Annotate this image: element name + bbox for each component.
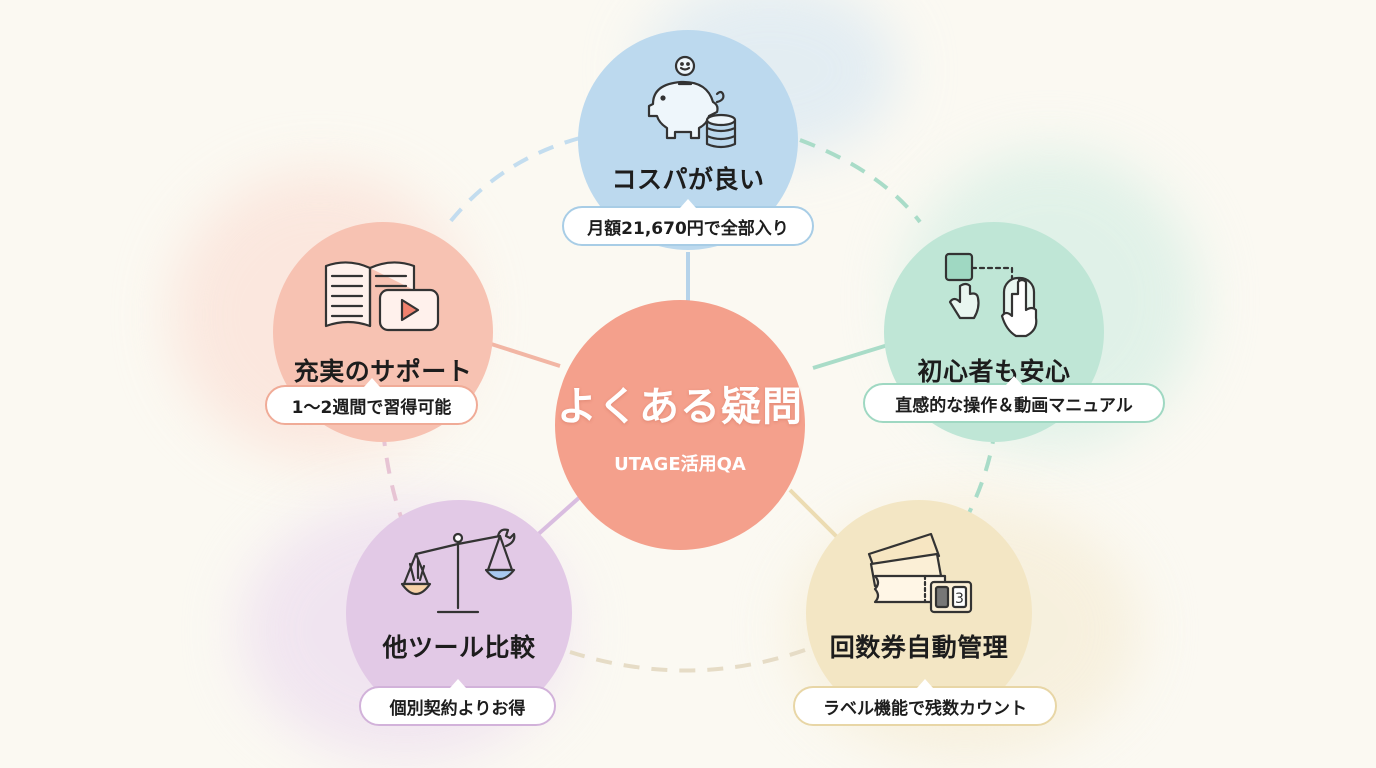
center-title: よくある疑問 [557, 384, 803, 430]
balance-scale-icon [394, 524, 524, 628]
center-hub: よくある疑問 UTAGE活用QA [555, 300, 805, 550]
center-subtitle: UTAGE活用QA [614, 454, 746, 475]
pill-notch [449, 679, 466, 688]
pill-beginner: 直感的な操作＆動画マニュアル [863, 376, 1165, 423]
pill-notch [363, 378, 380, 387]
node-title: 回数券自動管理 [829, 633, 1009, 662]
spoke-line [487, 341, 561, 368]
pill-support: 1〜2週間で習得可能 [265, 378, 478, 425]
node-title: 初心者も安心 [917, 357, 1071, 386]
pill-compare: 個別契約よりお得 [359, 679, 556, 726]
pill-notch [1006, 376, 1022, 385]
pill-cost: 月額21,670円で全部入り [562, 199, 814, 246]
pill-text: 1〜2週間で習得可能 [291, 397, 452, 418]
outer-ring-arc [799, 138, 922, 224]
pill-ticket: ラベル機能で残数カウント [793, 679, 1057, 726]
ticket-counter-icon: 3 [859, 524, 979, 628]
outer-ring-arc [569, 648, 806, 673]
node-title: コスパが良い [611, 165, 765, 194]
outer-ring-arc [381, 429, 404, 521]
pill-notch [917, 679, 933, 688]
drag-and-drop-hand-icon [934, 246, 1054, 350]
outer-ring-arc [448, 136, 581, 224]
node-title: 充実のサポート [293, 357, 473, 386]
pill-text: 直感的な操作＆動画マニュアル [895, 395, 1133, 416]
pill-text: 個別契約よりお得 [389, 698, 526, 719]
svg-text:3: 3 [955, 591, 964, 607]
pill-notch [680, 199, 696, 208]
pill-text: ラベル機能で残数カウント [823, 698, 1027, 719]
book-and-video-icon [318, 246, 448, 350]
node-title: 他ツール比較 [382, 633, 536, 662]
piggy-bank-icon [633, 54, 743, 158]
spoke-line [812, 343, 889, 370]
pill-text: 月額21,670円で全部入り [587, 218, 789, 239]
